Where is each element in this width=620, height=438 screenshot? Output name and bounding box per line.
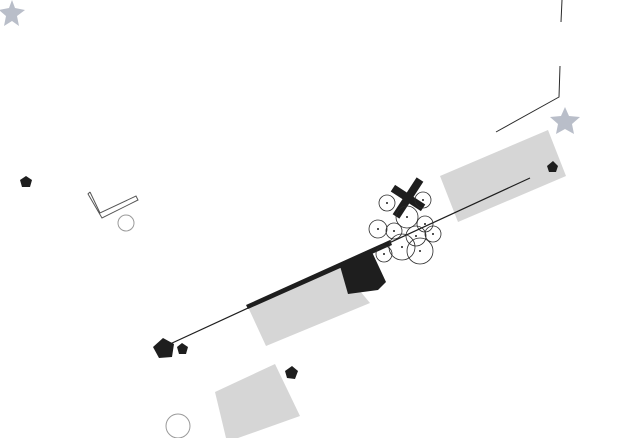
circle-cluster-dots bbox=[377, 199, 434, 255]
circle-cluster bbox=[368, 191, 442, 265]
outline-circle-bottom bbox=[165, 413, 191, 438]
gray-rectangle-bottom bbox=[215, 364, 300, 438]
cross-icon bbox=[390, 177, 426, 219]
pentagon-icon-lower-left-small bbox=[177, 343, 188, 354]
star-icon-top-left bbox=[0, 0, 25, 26]
pentagon-icon-bottom-center bbox=[285, 366, 298, 379]
gray-rectangle-middle bbox=[248, 267, 370, 346]
bracket-line-corner bbox=[495, 65, 561, 133]
outline-circle-small bbox=[117, 214, 135, 232]
bracket-line-vertical-top bbox=[560, 0, 563, 23]
chevron-outline bbox=[87, 191, 139, 219]
star-icon-right bbox=[550, 107, 580, 134]
pentagon-icon-lower-left bbox=[153, 338, 174, 358]
pentagon-icon-large-center bbox=[340, 252, 386, 294]
diagonal-bar-thick bbox=[246, 240, 392, 309]
gray-rectangle-upper-right bbox=[440, 130, 566, 222]
pentagon-icon-small-left bbox=[20, 176, 32, 187]
pentagon-icon-right bbox=[547, 161, 558, 172]
